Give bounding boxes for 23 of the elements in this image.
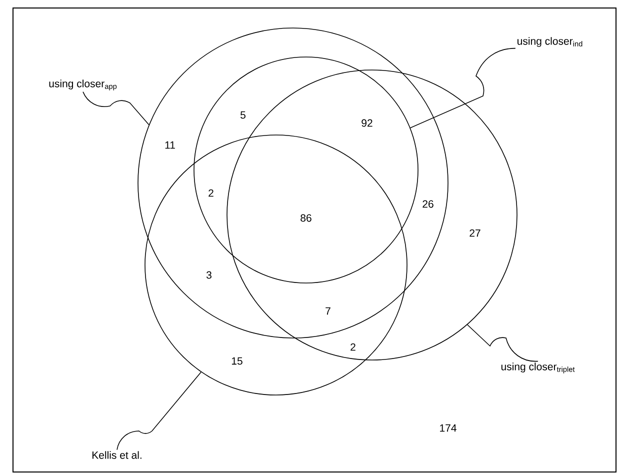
set-ellipse xyxy=(144,134,408,396)
set-label: using closer$_{ind}$ xyxy=(518,37,582,47)
leader-line xyxy=(410,48,516,128)
set-label: Kellis et al. xyxy=(92,451,142,459)
set-ellipse xyxy=(138,28,448,338)
region-count: 3 xyxy=(206,271,212,279)
leader-line xyxy=(467,324,538,362)
leader-line xyxy=(116,372,202,450)
region-count: 174 xyxy=(440,424,456,432)
region-count: 26 xyxy=(422,200,434,208)
set-label: using closer$_{triplet}$ xyxy=(501,362,575,374)
set-label: using closer$_{app}$ xyxy=(49,80,117,90)
region-count: 92 xyxy=(362,119,372,127)
region-count: 7 xyxy=(326,307,330,315)
region-count: 11 xyxy=(165,141,175,149)
leader-line xyxy=(82,91,150,126)
set-ellipse xyxy=(194,56,418,284)
region-count: 86 xyxy=(300,214,312,222)
region-count: 5 xyxy=(240,111,246,119)
region-count: 15 xyxy=(232,357,242,365)
region-count: 2 xyxy=(350,343,356,351)
region-count: 27 xyxy=(470,229,480,237)
region-count: 2 xyxy=(208,189,214,197)
